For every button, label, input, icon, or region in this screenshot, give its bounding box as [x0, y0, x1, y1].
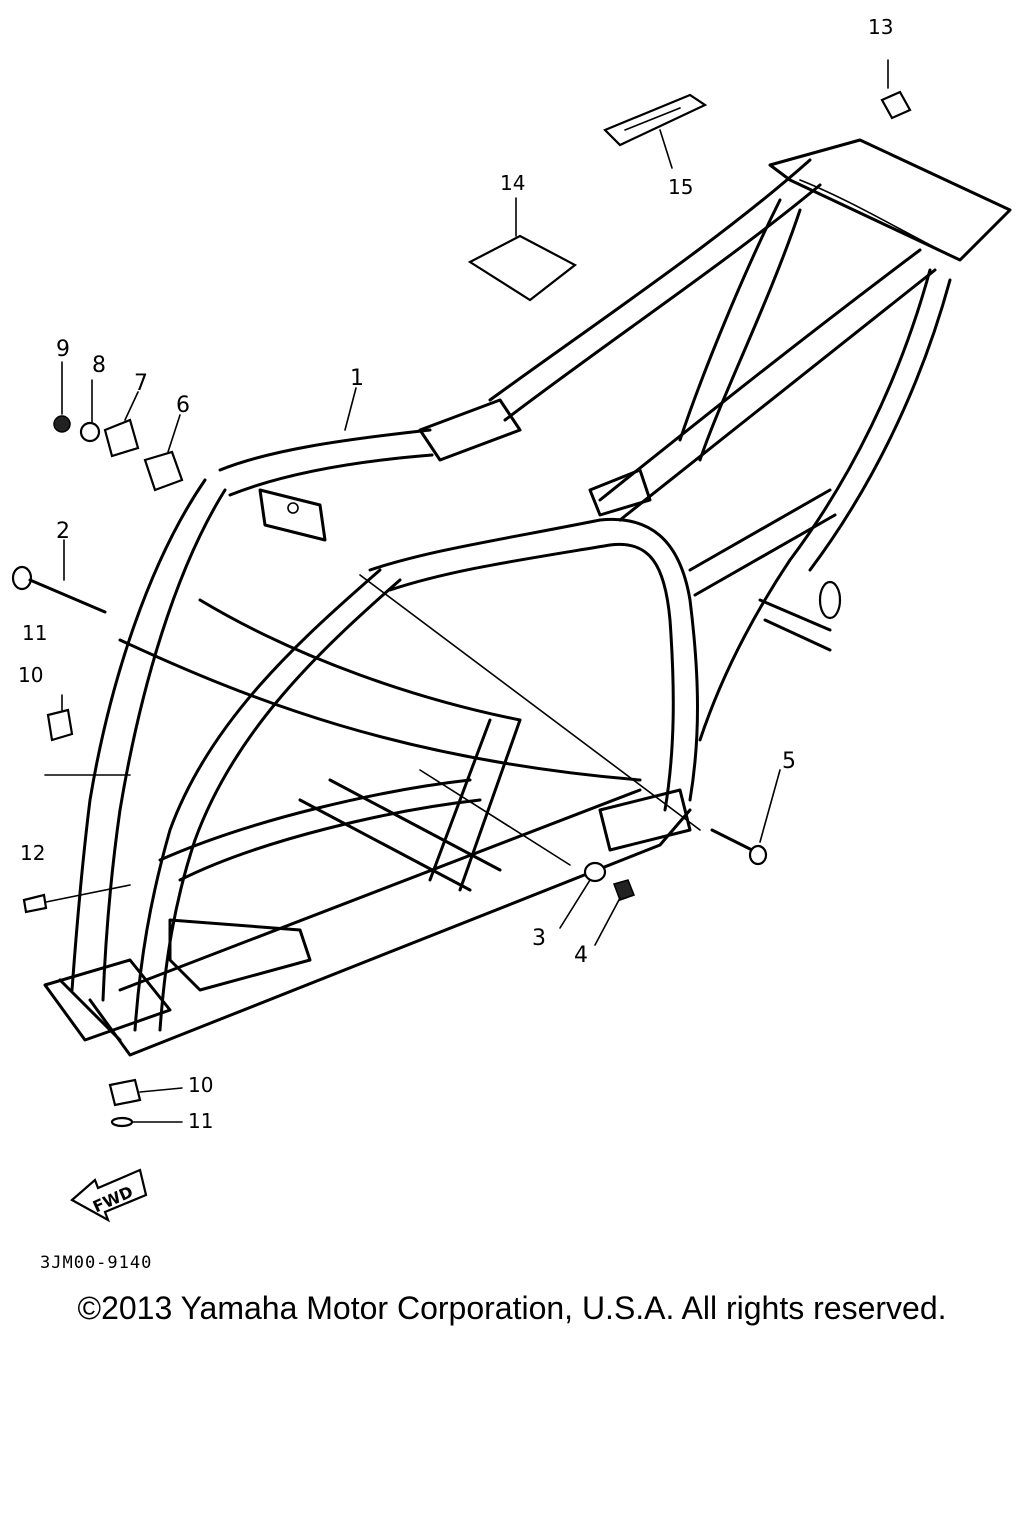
callout-12: 12	[20, 841, 45, 865]
parts-10-11-bottom	[108, 1078, 183, 1128]
callout-13: 13	[868, 15, 893, 39]
callout-2: 2	[56, 519, 70, 544]
part-14-pad	[467, 197, 578, 302]
callout-10-top: 10	[18, 663, 43, 687]
callout-7: 7	[134, 371, 148, 396]
callout-10-bottom: 10	[188, 1073, 213, 1097]
callout-15: 15	[668, 175, 693, 199]
callout-3: 3	[532, 926, 546, 951]
part-15-plate	[603, 93, 708, 169]
callout-5: 5	[782, 749, 796, 774]
parts-6-to-9-mount	[53, 361, 184, 492]
parts-3-4-5-pivot-hardware	[559, 769, 781, 946]
parts-10-11-top	[44, 694, 131, 776]
frame-body	[43, 138, 1012, 1057]
diagram-code: 3JM00-9140	[40, 1253, 152, 1273]
part-12-clip	[22, 884, 131, 914]
callout-4: 4	[574, 943, 588, 968]
part-13-bushing	[880, 59, 912, 120]
callout-1: 1	[350, 366, 364, 391]
callout-11-top: 11	[22, 621, 47, 645]
callout-6: 6	[176, 393, 190, 418]
part-2-bolt	[11, 539, 107, 614]
fwd-arrow-icon: FWD	[70, 1168, 148, 1223]
callout-11-bottom: 11	[188, 1109, 213, 1133]
callout-8: 8	[92, 353, 106, 378]
copyright-notice: ©2013 Yamaha Motor Corporation, U.S.A. A…	[77, 1290, 947, 1326]
callout-14: 14	[500, 171, 525, 195]
callout-9: 9	[56, 337, 70, 362]
